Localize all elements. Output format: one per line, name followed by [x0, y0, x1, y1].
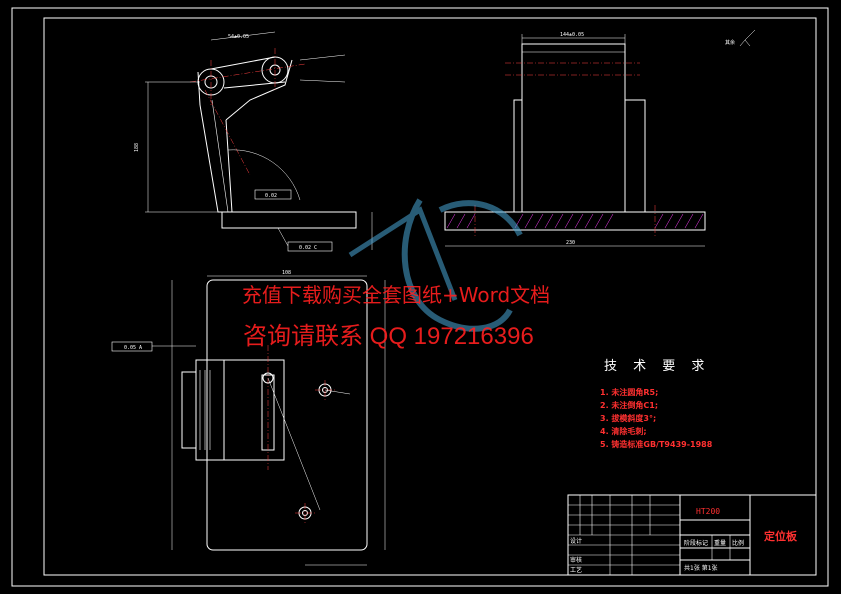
- front-height-dim: 188: [134, 143, 140, 152]
- plan-view: 108 0.05 A: [111, 270, 386, 566]
- plan-perp: 0.05 A: [124, 345, 142, 351]
- tb-craft: 工艺: [570, 566, 582, 574]
- front-flatness: 0.02: [265, 193, 277, 199]
- title-block: HT200 定位板 设计 审核 工艺 阶段标记 重量 比例 共1张 第1张: [567, 494, 817, 576]
- tb-sheets: 共1张 第1张: [684, 564, 718, 572]
- side-top-dim: 144±0.05: [560, 32, 584, 38]
- front-top-dim: 54±0.05: [228, 34, 249, 40]
- plan-width-dim: 108: [282, 270, 291, 276]
- tb-review: 审核: [570, 556, 582, 564]
- tech-req-5: 5. 铸造标准GB/T9439-1988: [600, 439, 713, 449]
- part-name: 定位板: [764, 529, 798, 543]
- side-base-dim: 230: [566, 240, 575, 246]
- tech-req-4: 4. 清除毛刺;: [600, 426, 647, 436]
- tb-design: 设计: [570, 537, 582, 545]
- watermark-line1: 充值下载购买全套图纸+Word文档: [242, 283, 550, 307]
- watermark-line2: 咨询请联系 QQ 197216396: [243, 323, 534, 350]
- side-view: 144±0.05 230 其余: [444, 29, 756, 247]
- sheet-border: [11, 7, 829, 587]
- tb-stage: 阶段标记: [684, 539, 708, 547]
- frame-border: [43, 17, 817, 576]
- tech-req-2: 2. 未注倒角C1;: [600, 400, 658, 410]
- tb-scale: 比例: [732, 539, 744, 547]
- tech-req-title: 技 术 要 求: [604, 359, 710, 374]
- tb-weight: 重量: [714, 539, 726, 547]
- watermark-logo: [348, 198, 523, 332]
- tech-req-1: 1. 未注圆角R5;: [600, 387, 658, 397]
- tech-req-3: 3. 拔模斜度3°;: [600, 413, 656, 423]
- front-ref: 0.02 C: [299, 245, 317, 251]
- front-view: 188 54±0.05 0.02 0.02 C: [134, 31, 373, 252]
- material: HT200: [696, 507, 720, 516]
- roughness-other: 其余: [725, 39, 735, 46]
